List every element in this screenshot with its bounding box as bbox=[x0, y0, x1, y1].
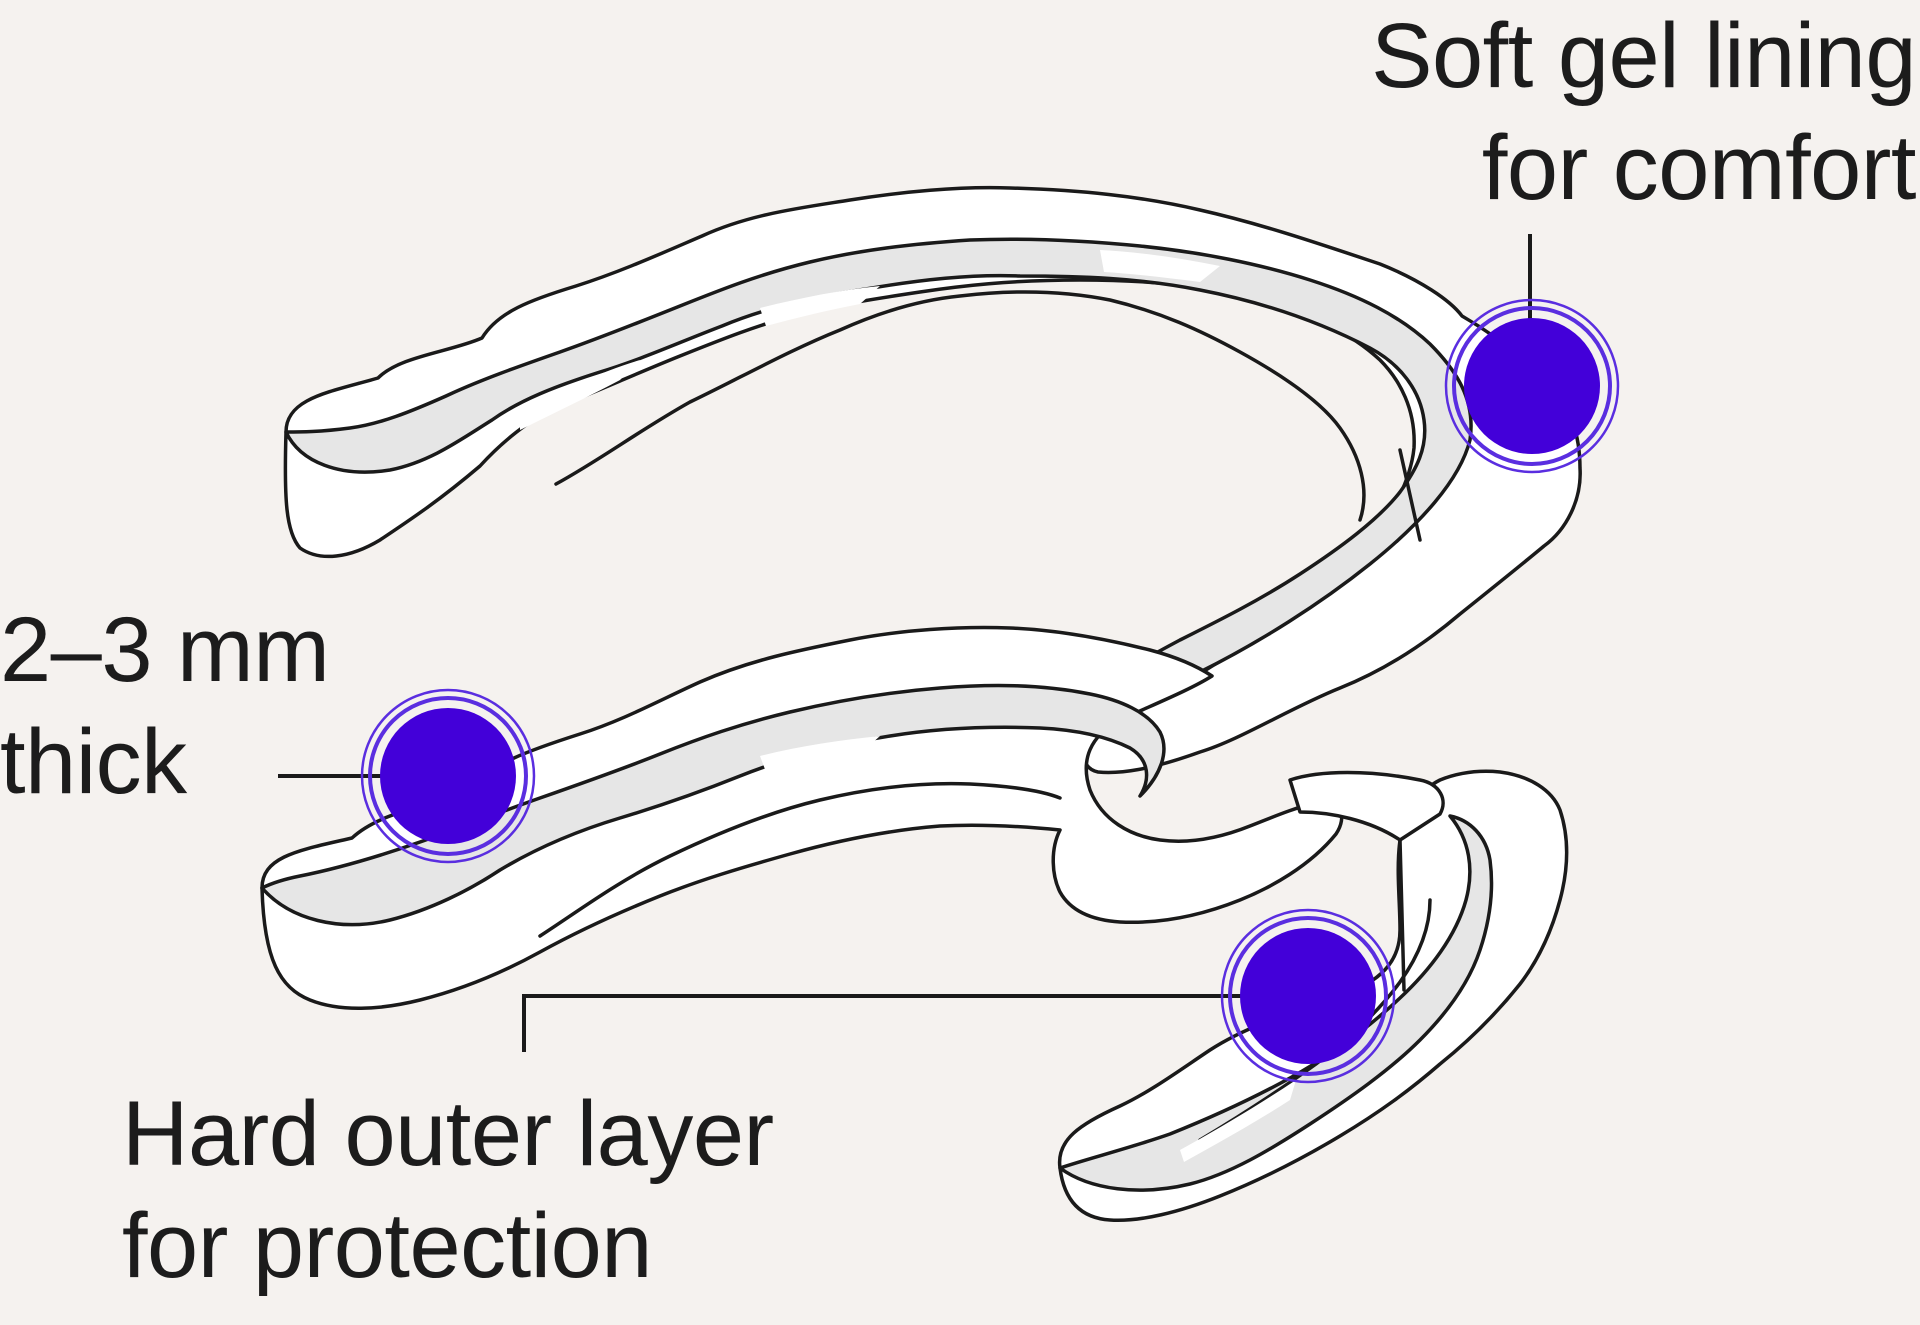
middle-tray bbox=[260, 625, 1344, 1010]
hard-outer-layer-marker bbox=[1220, 908, 1396, 1084]
marker-inner-ring bbox=[368, 696, 528, 856]
hard-outer-layer-label: Hard outer layer for protection bbox=[122, 1078, 774, 1302]
middle-tray-inner-groove bbox=[260, 683, 1166, 927]
tray-connector bbox=[1288, 770, 1445, 842]
upper-tray-highlights bbox=[520, 250, 1220, 430]
marker-dot bbox=[1240, 928, 1376, 1064]
hard-outer-layer-label-line1: Hard outer layer bbox=[122, 1083, 774, 1185]
thickness-label-line2: thick bbox=[0, 711, 187, 814]
soft-gel-lining-label: Soft gel lining for comfort bbox=[1371, 0, 1916, 224]
middle-tray-highlights bbox=[500, 736, 880, 892]
upper-tray-side-wall bbox=[1398, 448, 1422, 542]
marker-outer-ring bbox=[1444, 298, 1620, 474]
soft-gel-lining-label-line1: Soft gel lining bbox=[1371, 5, 1916, 107]
marker-outer-ring bbox=[360, 688, 536, 864]
soft-gel-lining-label-line2: for comfort bbox=[1481, 117, 1917, 220]
soft-gel-lining-marker bbox=[1444, 298, 1620, 474]
leader-lines bbox=[278, 234, 1532, 1052]
marker-dot bbox=[1464, 318, 1600, 454]
lower-tray-side-wall bbox=[1398, 838, 1406, 992]
marker-outer-ring bbox=[1220, 908, 1396, 1084]
upper-tray-wave-edge bbox=[554, 290, 1366, 522]
thickness-label-line1: 2–3 mm bbox=[0, 599, 330, 701]
marker-inner-ring bbox=[1228, 916, 1388, 1076]
leader-line-bottom bbox=[522, 994, 1308, 1052]
hard-outer-layer-label-line2: for protection bbox=[122, 1195, 652, 1298]
thickness-marker bbox=[360, 688, 536, 864]
lower-tray-highlights bbox=[1180, 1080, 1296, 1162]
lower-tray-inner-groove bbox=[1058, 814, 1494, 1192]
thickness-label: 2–3 mm thick bbox=[0, 594, 330, 818]
marker-dot bbox=[380, 708, 516, 844]
marker-inner-ring bbox=[1452, 306, 1612, 466]
middle-tray-wave-edge bbox=[538, 781, 1062, 938]
